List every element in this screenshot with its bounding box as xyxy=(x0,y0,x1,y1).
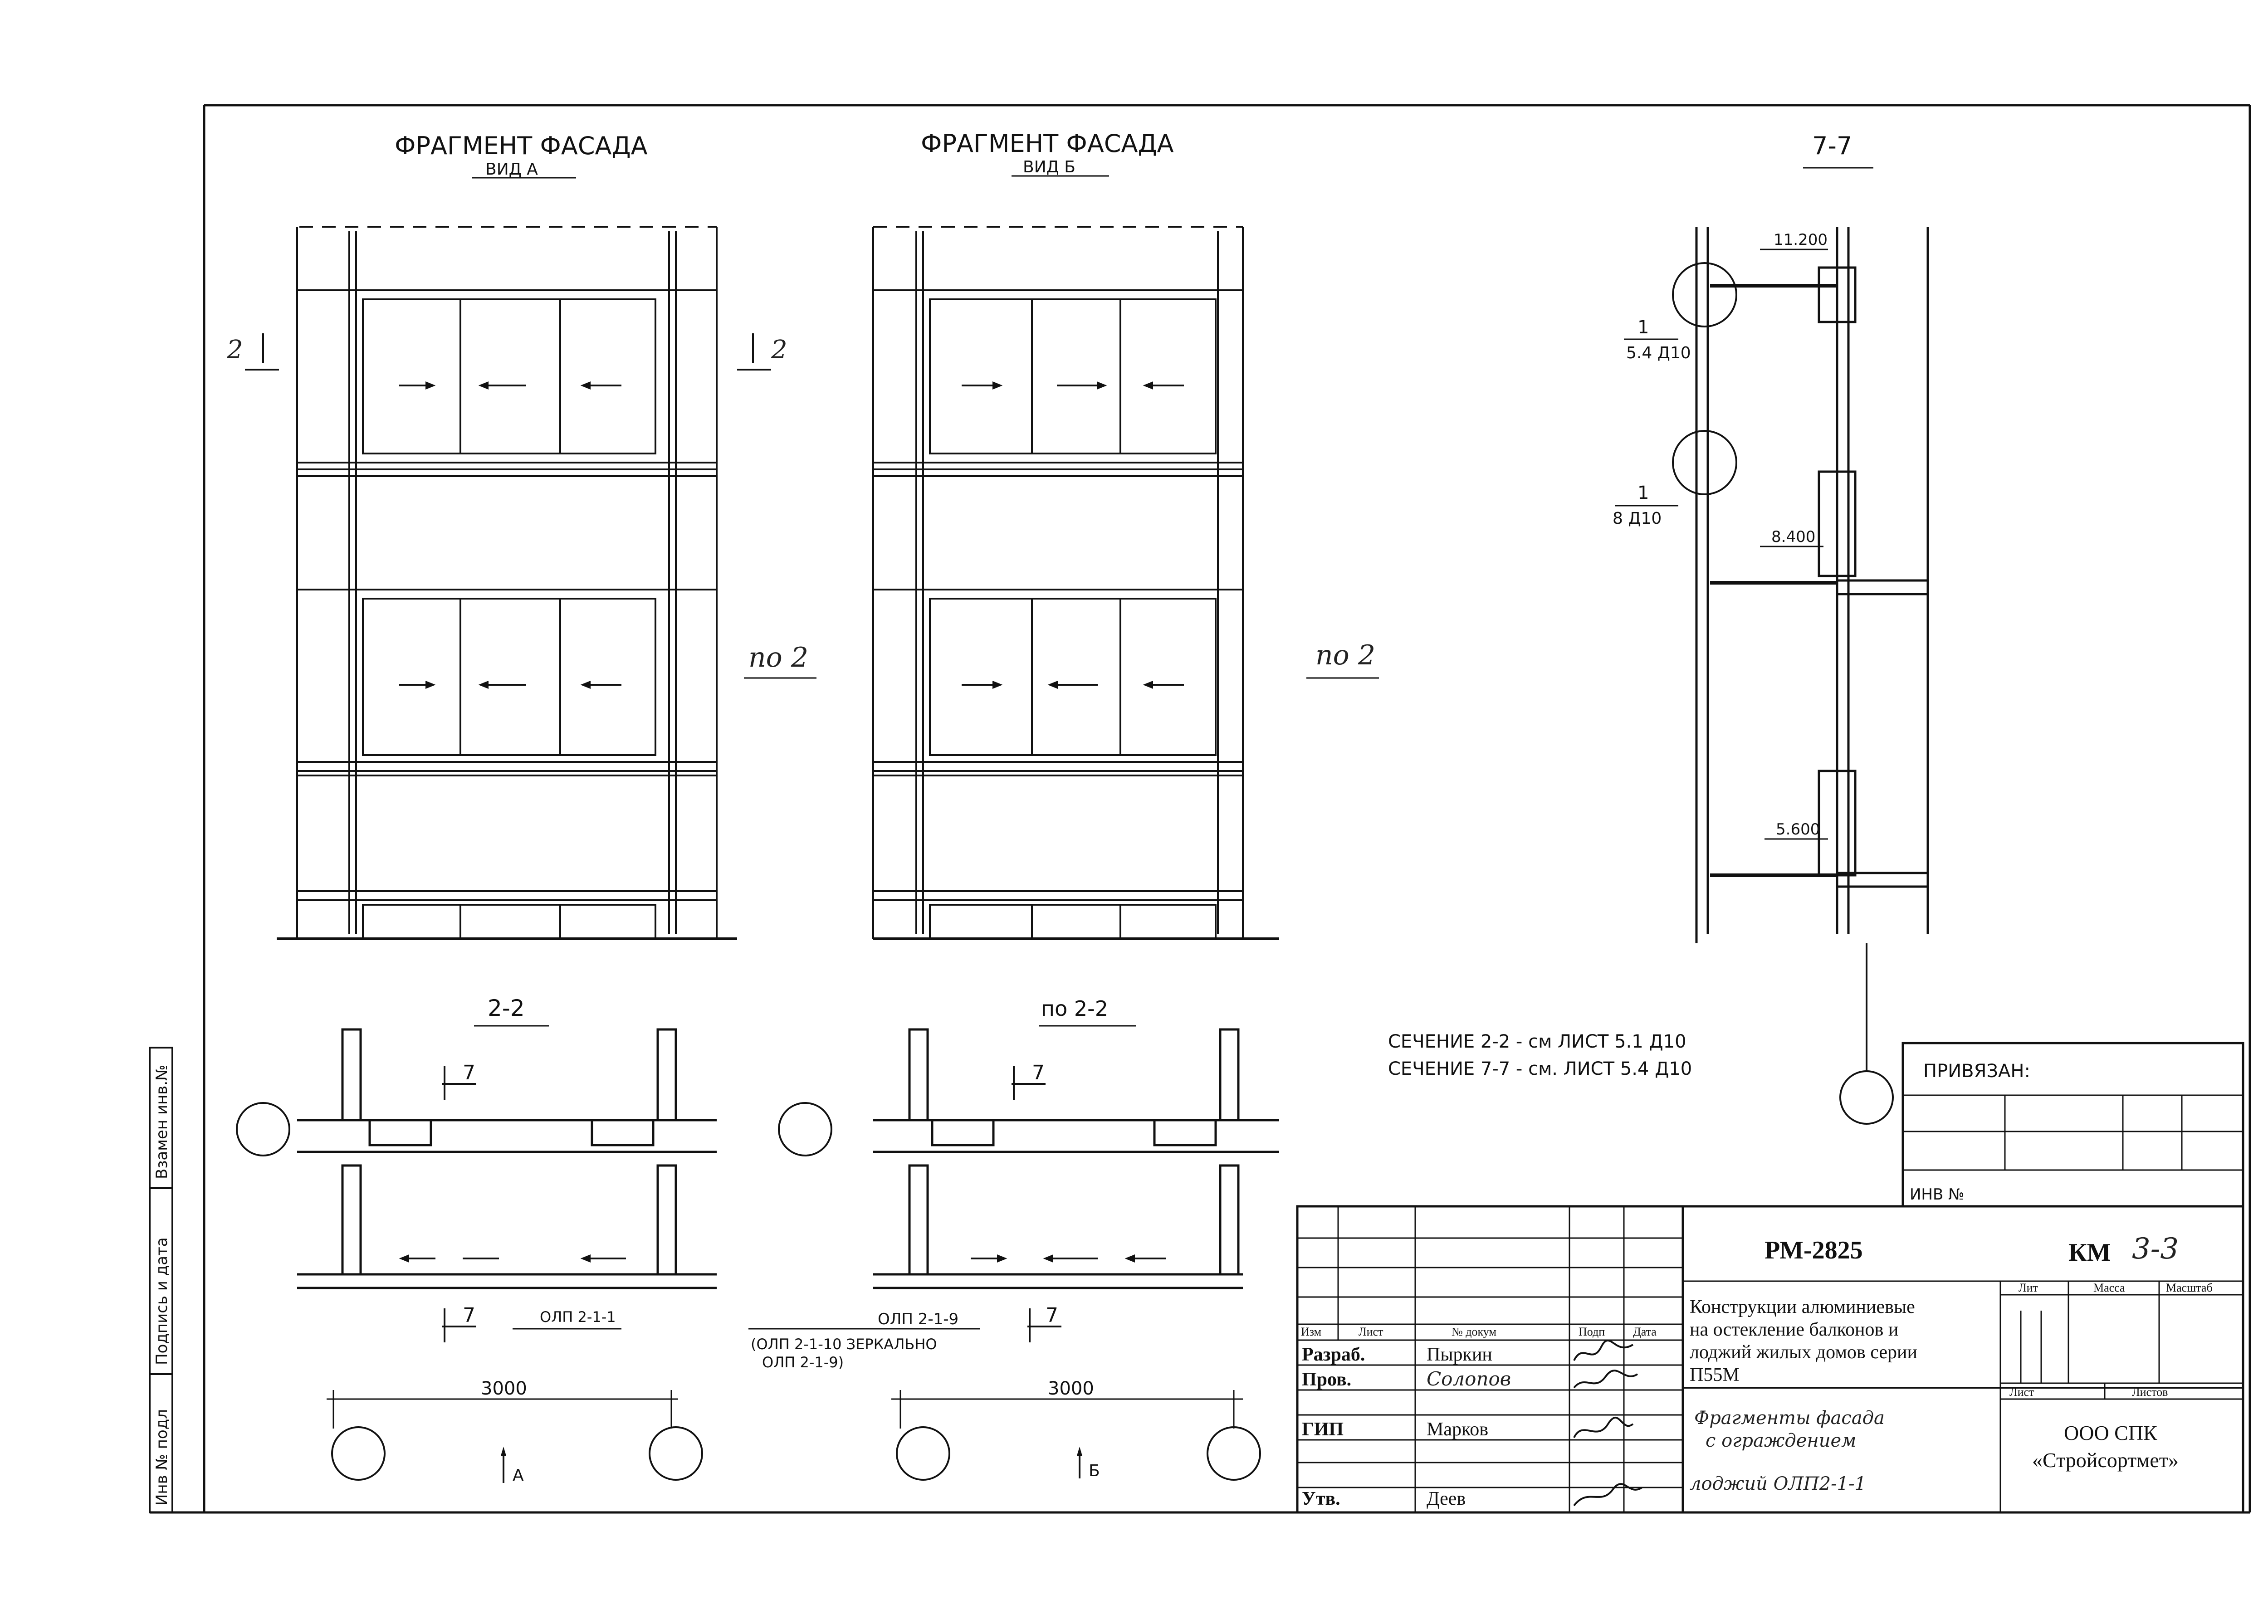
lbl-masshtab: Масштаб xyxy=(2166,1281,2213,1294)
plan22-olp: ОЛП 2-1-1 xyxy=(540,1308,616,1326)
plan22-cut-top: 7 xyxy=(463,1061,475,1084)
facade-b-title: ФРАГМЕНТ ФАСАДА xyxy=(921,129,1174,158)
callout2-num: 1 xyxy=(1637,483,1649,503)
strip-podpis-data: Подпись и дата xyxy=(153,1237,171,1365)
facade-a: ФРАГМЕНТ ФАСАДА ВИД А xyxy=(226,132,787,940)
plan22-cut-bot: 7 xyxy=(463,1304,475,1327)
name-prov: Солопов xyxy=(1427,1368,1511,1390)
org-line-1: ООО СПК xyxy=(2064,1421,2157,1444)
org-line-2: «Стройсортмет» xyxy=(2032,1448,2179,1472)
planpo22-arrow: Б xyxy=(1089,1462,1100,1480)
lbl-lit: Лит xyxy=(2019,1281,2038,1294)
desc-line-1: Конструкции алюминиевые xyxy=(1690,1297,1915,1317)
planpo22-olp-note2: ОЛП 2-1-9) xyxy=(762,1354,844,1371)
privyazan-title: ПРИВЯЗАН: xyxy=(1923,1061,2030,1082)
left-strip: Инв № подл Подпись и дата Взамен инв.№ xyxy=(149,1047,173,1513)
callout1-ref: 5.4 Д10 xyxy=(1626,344,1691,362)
planpo22-dim: 3000 xyxy=(1048,1378,1094,1399)
level-mid: 8.400 xyxy=(1771,528,1815,546)
name-utv: Деев xyxy=(1427,1488,1466,1509)
plan-2-2: 2-2 7 7 ОЛП 2-1-1 3000 xyxy=(236,995,717,1485)
facade-b-mark-left: по 2 xyxy=(748,642,808,673)
planpo22-cut-top: 7 xyxy=(1032,1061,1045,1084)
facade-a-mark-right: 2 xyxy=(771,335,787,365)
role-utv: Утв. xyxy=(1302,1488,1340,1509)
hdr-podp: Подп xyxy=(1579,1325,1605,1338)
plan22-dim: 3000 xyxy=(481,1378,527,1399)
lbl-massa: Масса xyxy=(2093,1281,2125,1294)
strip-inv-podl: Инв № подл xyxy=(153,1409,171,1506)
hdr-izm: Изм xyxy=(1301,1325,1321,1338)
note-section-7-7: СЕЧЕНИЕ 7-7 - см. ЛИСТ 5.4 Д10 xyxy=(1388,1058,1692,1079)
title-block: РМ-2825 КМ 3-3 Конструкции алюминиевые н… xyxy=(1296,1205,2244,1514)
privyazan-inv: ИНВ № xyxy=(1910,1185,1965,1204)
name-gip: Марков xyxy=(1427,1419,1488,1440)
plan22-arrow: А xyxy=(513,1466,524,1485)
hdr-data: Дата xyxy=(1633,1325,1657,1338)
hdr-list: Лист xyxy=(1359,1325,1383,1338)
planpo22-cut-bot: 7 xyxy=(1046,1304,1058,1327)
lbl-listov: Листов xyxy=(2132,1385,2168,1399)
facade-a-title: ФРАГМЕНТ ФАСАДА xyxy=(395,132,648,160)
km-prefix: КМ xyxy=(2068,1239,2111,1267)
name-razrab: Пыркин xyxy=(1427,1344,1492,1365)
facade-a-subtitle: ВИД А xyxy=(485,160,538,179)
note-section-2-2: СЕЧЕНИЕ 2-2 - см ЛИСТ 5.1 Д10 xyxy=(1388,1031,1686,1052)
desc-line-2: на остекление балконов и xyxy=(1690,1319,1898,1340)
privyazan-block: ПРИВЯЗАН: ИНВ № xyxy=(1901,1042,2244,1208)
role-razrab: Разраб. xyxy=(1302,1344,1365,1365)
sheet-title-2: с ограждением xyxy=(1706,1430,1856,1451)
sheet-title-1: Фрагменты фасада xyxy=(1694,1408,1885,1429)
facade-b: ФРАГМЕНТ ФАСАДА ВИД Б xyxy=(744,129,1379,940)
planpo22-olp-note1: (ОЛП 2-1-10 ЗЕРКАЛЬНО xyxy=(751,1336,937,1353)
sheet-title-3: лоджий ОЛП2-1-1 xyxy=(1690,1473,1866,1494)
planpo22-title: по 2-2 xyxy=(1041,996,1108,1021)
section-7-7: 7-7 1 5.4 Д10 1 8 Д10 xyxy=(1613,132,1929,1125)
role-gip: ГИП xyxy=(1302,1419,1344,1440)
facade-b-mark-right: по 2 xyxy=(1315,639,1375,671)
level-top: 11.200 xyxy=(1774,231,1828,249)
plan22-title: 2-2 xyxy=(488,995,525,1021)
role-prov: Пров. xyxy=(1302,1369,1351,1390)
callout2-ref: 8 Д10 xyxy=(1613,509,1662,528)
desc-line-4: П55М xyxy=(1690,1365,1740,1385)
doc-code: РМ-2825 xyxy=(1765,1236,1863,1264)
hdr-doc: № докум xyxy=(1452,1325,1496,1338)
callout1-num: 1 xyxy=(1637,317,1649,338)
desc-line-3: лоджий жилых домов серии xyxy=(1690,1342,1917,1363)
facade-b-subtitle: ВИД Б xyxy=(1023,158,1075,176)
lbl-list: Лист xyxy=(2009,1385,2034,1399)
level-bot: 5.600 xyxy=(1776,820,1820,839)
km-number: 3-3 xyxy=(2132,1232,2179,1266)
plan-po-2-2: по 2-2 7 7 ОЛП 2-1-9 (ОЛП 2-1-10 ЗЕРКА xyxy=(748,996,1279,1481)
planpo22-olp: ОЛП 2-1-9 xyxy=(878,1310,958,1328)
signatures xyxy=(1573,1340,1643,1507)
strip-vzamen-inv: Взамен инв.№ xyxy=(153,1065,171,1179)
sheet-frame xyxy=(150,104,2251,1514)
facade-a-mark-left: 2 xyxy=(226,335,243,365)
section77-title: 7-7 xyxy=(1812,132,1852,160)
